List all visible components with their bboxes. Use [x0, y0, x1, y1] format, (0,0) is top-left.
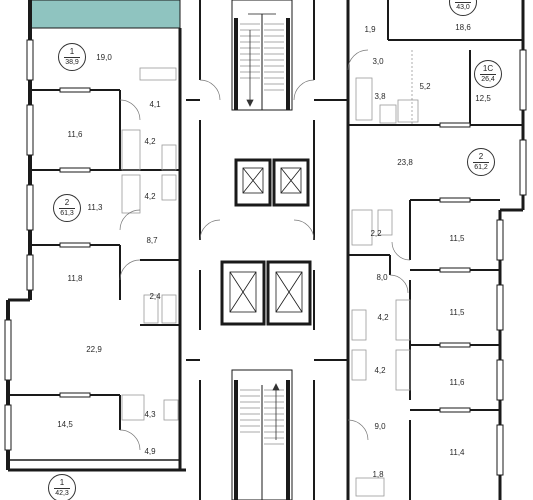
room-area-label: 11,8 [67, 274, 83, 283]
room-area-label: 18,6 [455, 23, 471, 32]
core-walls [186, 0, 348, 500]
apartment-area: 42,3 [55, 490, 69, 497]
elevator-large [220, 260, 312, 326]
room-area-label: 11,6 [449, 378, 465, 387]
apartment-area: 38,9 [65, 59, 79, 66]
apartment-number: 1 [69, 47, 75, 56]
badge-divider [64, 57, 80, 58]
apartment-badge-left-2[interactable]: 2 61,3 [53, 194, 81, 222]
room-area-label: 2,4 [149, 292, 161, 301]
bathroom-fixtures [121, 67, 419, 497]
room-area-label: 22,9 [86, 345, 102, 354]
apartment-area: 61,2 [474, 164, 488, 171]
room-area-label: 19,0 [96, 53, 112, 62]
apartment-number: 1 [59, 478, 65, 487]
apartment-badge-left-1[interactable]: 1 38,9 [58, 43, 86, 71]
room-area-label: 5,2 [419, 82, 431, 91]
room-area-label: 11,3 [87, 203, 103, 212]
room-area-label: 4,9 [144, 447, 156, 456]
badge-divider [59, 208, 75, 209]
apartment-area: 61,3 [60, 210, 74, 217]
room-area-label: 11,6 [67, 130, 83, 139]
elevator-small [234, 158, 310, 207]
room-area-label: 11,4 [449, 448, 465, 457]
apartment-area: 26,4 [481, 76, 495, 83]
room-area-label: 14,5 [57, 420, 73, 429]
badge-top-space [450, 0, 476, 1]
room-area-label: 11,5 [449, 308, 465, 317]
room-area-label: 4,2 [374, 366, 386, 375]
room-area-label: 2,2 [370, 229, 382, 238]
outer-walls [6, 0, 525, 500]
room-area-label: 12,5 [475, 94, 491, 103]
badge-divider [480, 74, 496, 75]
apartment-badge-right-1c[interactable]: 1С 26,4 [474, 60, 502, 88]
room-area-label: 3,0 [372, 57, 384, 66]
room-area-label: 9,0 [374, 422, 386, 431]
stair-arrows [246, 30, 280, 440]
room-area-label: 4,3 [144, 410, 156, 419]
room-area-label: 4,1 [149, 100, 161, 109]
apartment-badge-left-3[interactable]: 1 42,3 [48, 474, 76, 500]
door-swings [119, 49, 411, 451]
room-area-label: 4,2 [377, 313, 389, 322]
badge-divider [455, 2, 471, 3]
room-area-label: 8,0 [376, 273, 388, 282]
apartment-number: 1С [482, 64, 494, 73]
room-area-label: 8,7 [146, 236, 158, 245]
windows [4, 39, 527, 476]
room-area-label: 1,9 [364, 25, 376, 34]
apartment-badge-right-2[interactable]: 2 61,2 [467, 148, 495, 176]
apartment-number: 2 [478, 152, 484, 161]
room-area-label: 3,8 [374, 92, 386, 101]
stairwell-top [231, 0, 293, 111]
apartment-number: 2 [64, 198, 70, 207]
badge-divider [473, 162, 489, 163]
room-area-label: 4,2 [144, 192, 156, 201]
room-area-label: 1,8 [372, 470, 384, 479]
room-area-label: 4,2 [144, 137, 156, 146]
apartment-area: 43,0 [456, 4, 470, 11]
room-area-label: 23,8 [397, 158, 413, 167]
stairwell-bottom [231, 369, 293, 500]
selected-unit-highlight[interactable] [29, 0, 181, 29]
room-area-label: 11,5 [449, 234, 465, 243]
badge-divider [54, 488, 70, 489]
